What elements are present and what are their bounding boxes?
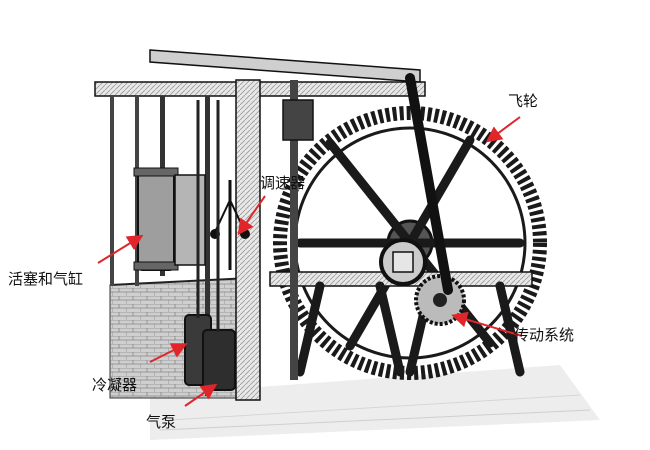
beam-frame	[94, 49, 453, 401]
arrow-flywheel	[485, 116, 521, 143]
label-condenser: 冷凝器	[92, 376, 138, 394]
arrow-transmission	[451, 311, 523, 337]
arrow-governor	[237, 195, 266, 236]
arrow-air-pump	[184, 383, 218, 407]
label-governor: 调速器	[260, 174, 306, 192]
label-piston-cylinder: 活塞和气缸	[8, 270, 84, 288]
label-air-pump: 气泵	[146, 413, 177, 431]
label-flywheel: 飞轮	[508, 92, 539, 110]
label-transmission: 传动系统	[514, 326, 575, 344]
condenser-and-air-pump	[184, 100, 236, 391]
piston-cylinder	[133, 167, 206, 271]
arrow-piston	[97, 234, 144, 264]
floor	[150, 365, 600, 440]
arrows	[97, 116, 523, 407]
arrow-condenser	[149, 343, 188, 363]
